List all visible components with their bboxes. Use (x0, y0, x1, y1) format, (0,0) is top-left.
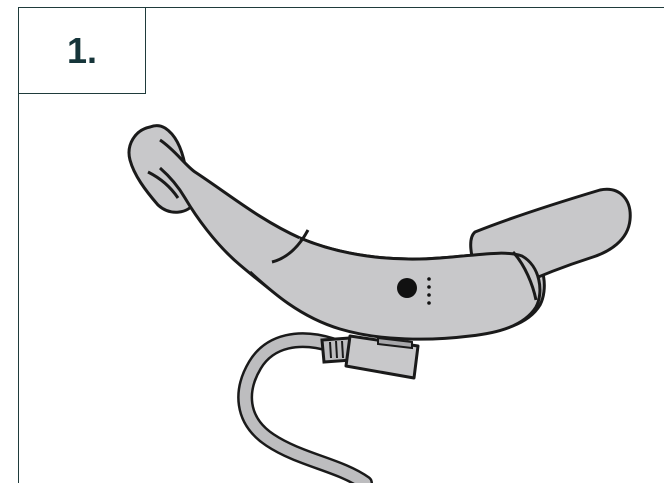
neckband-headset-icon (127, 124, 632, 341)
usb-connector-icon (320, 334, 420, 380)
step-number-box: 1. (18, 7, 146, 94)
indicator-lights-icon (427, 277, 431, 305)
step-number-label: 1. (66, 29, 98, 71)
instruction-panel-frame (18, 7, 664, 483)
power-button-icon (397, 278, 417, 298)
usb-cable-icon (237, 332, 373, 483)
